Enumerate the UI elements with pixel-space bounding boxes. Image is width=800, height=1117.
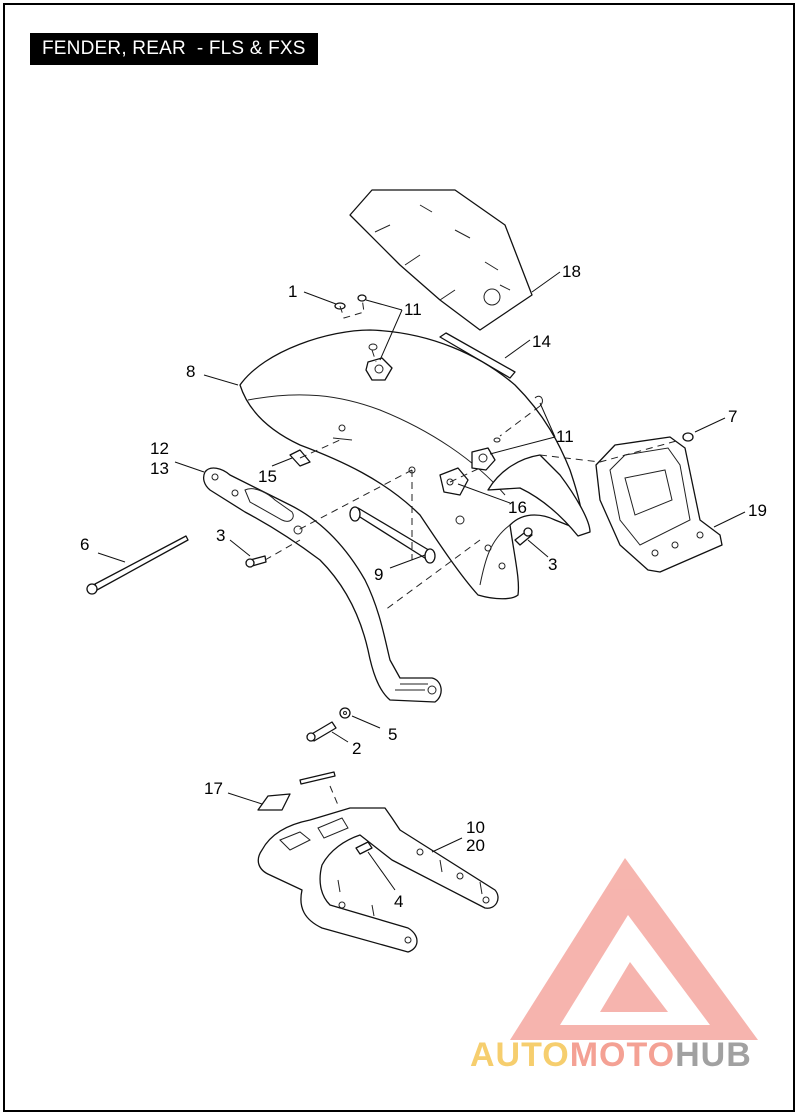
leader-lines [97, 271, 746, 891]
part-8-rear-fender [239, 329, 583, 600]
part-1-fastener [334, 294, 367, 310]
callout-3-right: 3 [548, 555, 557, 574]
part-16-side-plate [487, 454, 591, 537]
part-19-plate-bracket [595, 436, 723, 573]
part-12-13-support-rail [203, 467, 442, 703]
callout-10: 10 [466, 818, 485, 837]
callout-11-top: 11 [404, 300, 422, 319]
part-16-bracket [439, 467, 469, 496]
callout-11-mid: 11 [556, 427, 574, 446]
page-border [3, 3, 795, 1112]
part-10-20-lower-frame [257, 807, 499, 953]
callout-1: 1 [288, 282, 297, 301]
part-2-5-bolt-washer [306, 707, 351, 742]
page-title: FENDER, REAR - FLS & FXS [30, 33, 318, 65]
part-3-screws [245, 527, 533, 568]
callout-4: 4 [394, 892, 403, 911]
callout-18: 18 [562, 262, 581, 281]
watermark-logo-core-icon [600, 962, 668, 1012]
callout-14: 14 [532, 332, 551, 351]
callout-20: 20 [466, 836, 485, 855]
part-6-strap [86, 535, 189, 595]
part-7-cap [682, 432, 694, 442]
callout-16: 16 [508, 498, 527, 517]
callout-2: 2 [352, 739, 361, 758]
part-11-nuts [365, 343, 543, 471]
watermark: AUTOMOTOHUB [470, 858, 758, 1074]
callout-numbers: 1 11 18 14 8 7 11 12 13 15 16 19 3 3 6 9… [80, 262, 767, 911]
callout-13: 13 [150, 459, 169, 478]
callout-12: 12 [150, 439, 169, 458]
callout-15: 15 [258, 467, 277, 486]
part-gasket [299, 771, 336, 785]
callout-8: 8 [186, 362, 195, 381]
watermark-text: AUTOMOTOHUB [470, 1036, 752, 1074]
callout-3-left: 3 [216, 526, 225, 545]
callout-7: 7 [728, 407, 737, 426]
callout-19: 19 [748, 501, 767, 520]
callout-6: 6 [80, 535, 89, 554]
part-18-fender-pad [349, 189, 533, 331]
callout-17: 17 [204, 779, 223, 798]
callout-5: 5 [388, 725, 397, 744]
callout-9: 9 [374, 565, 383, 584]
part-17-pad [257, 793, 291, 811]
assembly-lines [264, 297, 681, 806]
